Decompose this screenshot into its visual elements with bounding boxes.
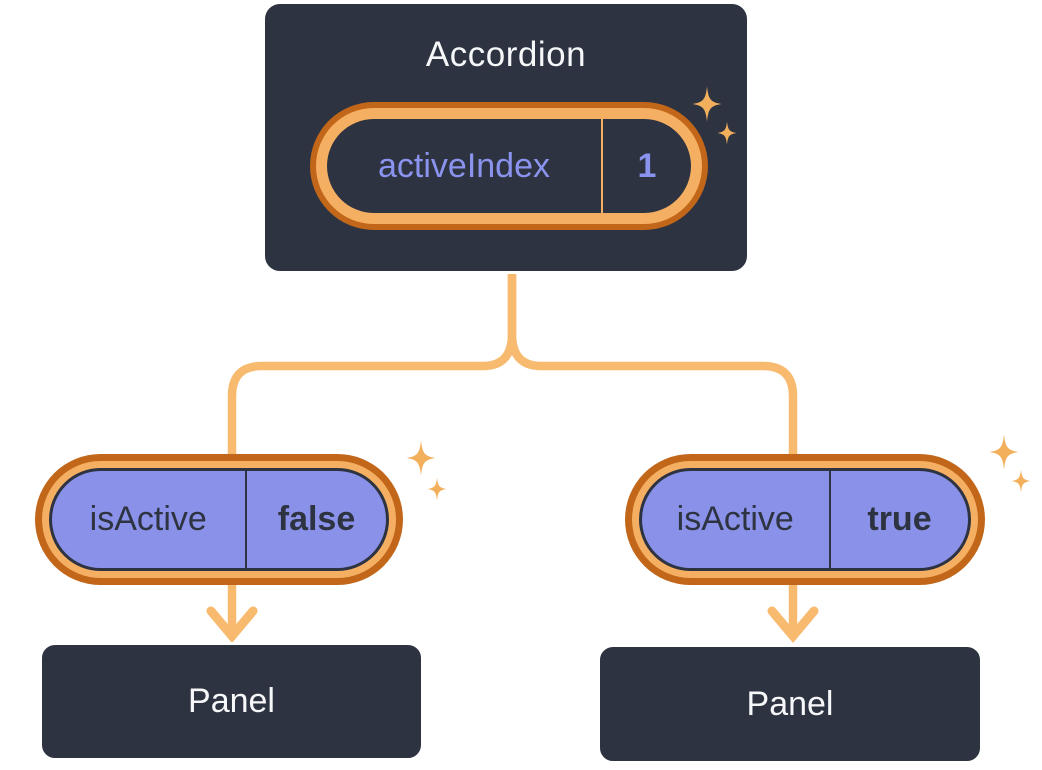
state-pill-activeindex: activeIndex 1 <box>310 102 708 230</box>
prop-pill-isactive-true: isActive true <box>625 454 985 585</box>
state-value-label: 1 <box>637 146 657 185</box>
accordion-title: Accordion <box>425 35 587 74</box>
prop-pill-inner-ring: isActive false <box>42 461 396 578</box>
state-pill-divider <box>601 119 603 213</box>
down-arrow-icon-left <box>206 606 258 643</box>
state-name-label: activeIndex <box>378 146 550 185</box>
prop-pill-inner-ring: isActive true <box>632 461 978 578</box>
prop-pill-isactive-false: isActive false <box>35 454 403 585</box>
state-pill-body: activeIndex 1 <box>327 119 691 213</box>
panel-component-box-right: Panel <box>597 644 983 764</box>
prop-pill-divider <box>828 471 831 568</box>
panel-title: Panel <box>188 682 275 720</box>
state-pill-inner-ring: activeIndex 1 <box>316 108 702 224</box>
prop-pill-body: isActive false <box>49 468 389 571</box>
panel-title: Panel <box>746 684 834 723</box>
state-pill-outer-ring: activeIndex 1 <box>310 102 708 230</box>
prop-pill-outer-ring: isActive false <box>35 454 403 585</box>
prop-pill-body: isActive true <box>639 468 971 571</box>
prop-value-label: true <box>867 500 932 538</box>
down-arrow-icon-right <box>767 606 819 643</box>
prop-value-label: false <box>277 500 356 538</box>
prop-name-label: isActive <box>89 500 207 538</box>
prop-name-label: isActive <box>676 500 794 538</box>
panel-component-box-left: Panel <box>39 642 424 761</box>
connector-right-branch <box>507 268 798 630</box>
prop-pill-outer-ring: isActive true <box>625 454 985 585</box>
prop-pill-divider <box>244 471 247 568</box>
